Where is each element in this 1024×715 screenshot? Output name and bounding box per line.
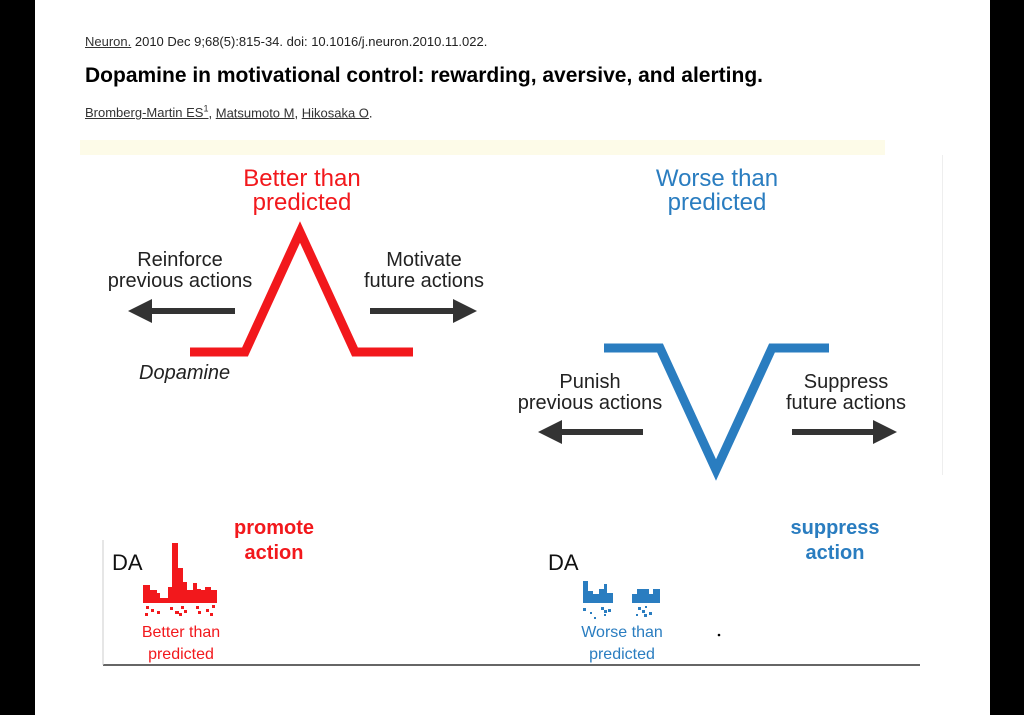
- citation-details: 2010 Dec 9;68(5):815-34. doi: 10.1016/j.…: [131, 34, 488, 49]
- histogram-worse-2: [632, 589, 660, 603]
- dopamine-burst-trace: [190, 221, 413, 357]
- article-title: Dopamine in motivational control: reward…: [85, 64, 763, 87]
- histogram-better: [143, 543, 217, 603]
- journal-link[interactable]: Neuron.: [85, 34, 132, 49]
- author-list: Bromberg-Martin ES1, Matsumoto M, Hikosa…: [85, 104, 373, 121]
- author-link[interactable]: Bromberg-Martin ES1: [85, 104, 209, 121]
- histogram-worse-1: [583, 581, 613, 603]
- stray-dot: [717, 633, 721, 637]
- author-link[interactable]: Matsumoto M: [215, 105, 295, 121]
- figure-border: [942, 155, 943, 475]
- figure-top-strip: [80, 140, 885, 155]
- affiliation-sup: 1: [203, 104, 209, 114]
- label-dopamine: Dopamine: [139, 362, 231, 384]
- citation: Neuron. 2010 Dec 9;68(5):815-34. doi: 10…: [85, 34, 487, 49]
- label-da-right: DA: [548, 550, 579, 575]
- author-link[interactable]: Hikosaka O: [301, 105, 369, 121]
- author-name: Bromberg-Martin ES: [85, 105, 204, 121]
- raster-worse: [583, 606, 652, 619]
- label-da-left: DA: [112, 550, 143, 575]
- raster-better: [145, 605, 215, 616]
- dopamine-dip-trace: [604, 343, 829, 481]
